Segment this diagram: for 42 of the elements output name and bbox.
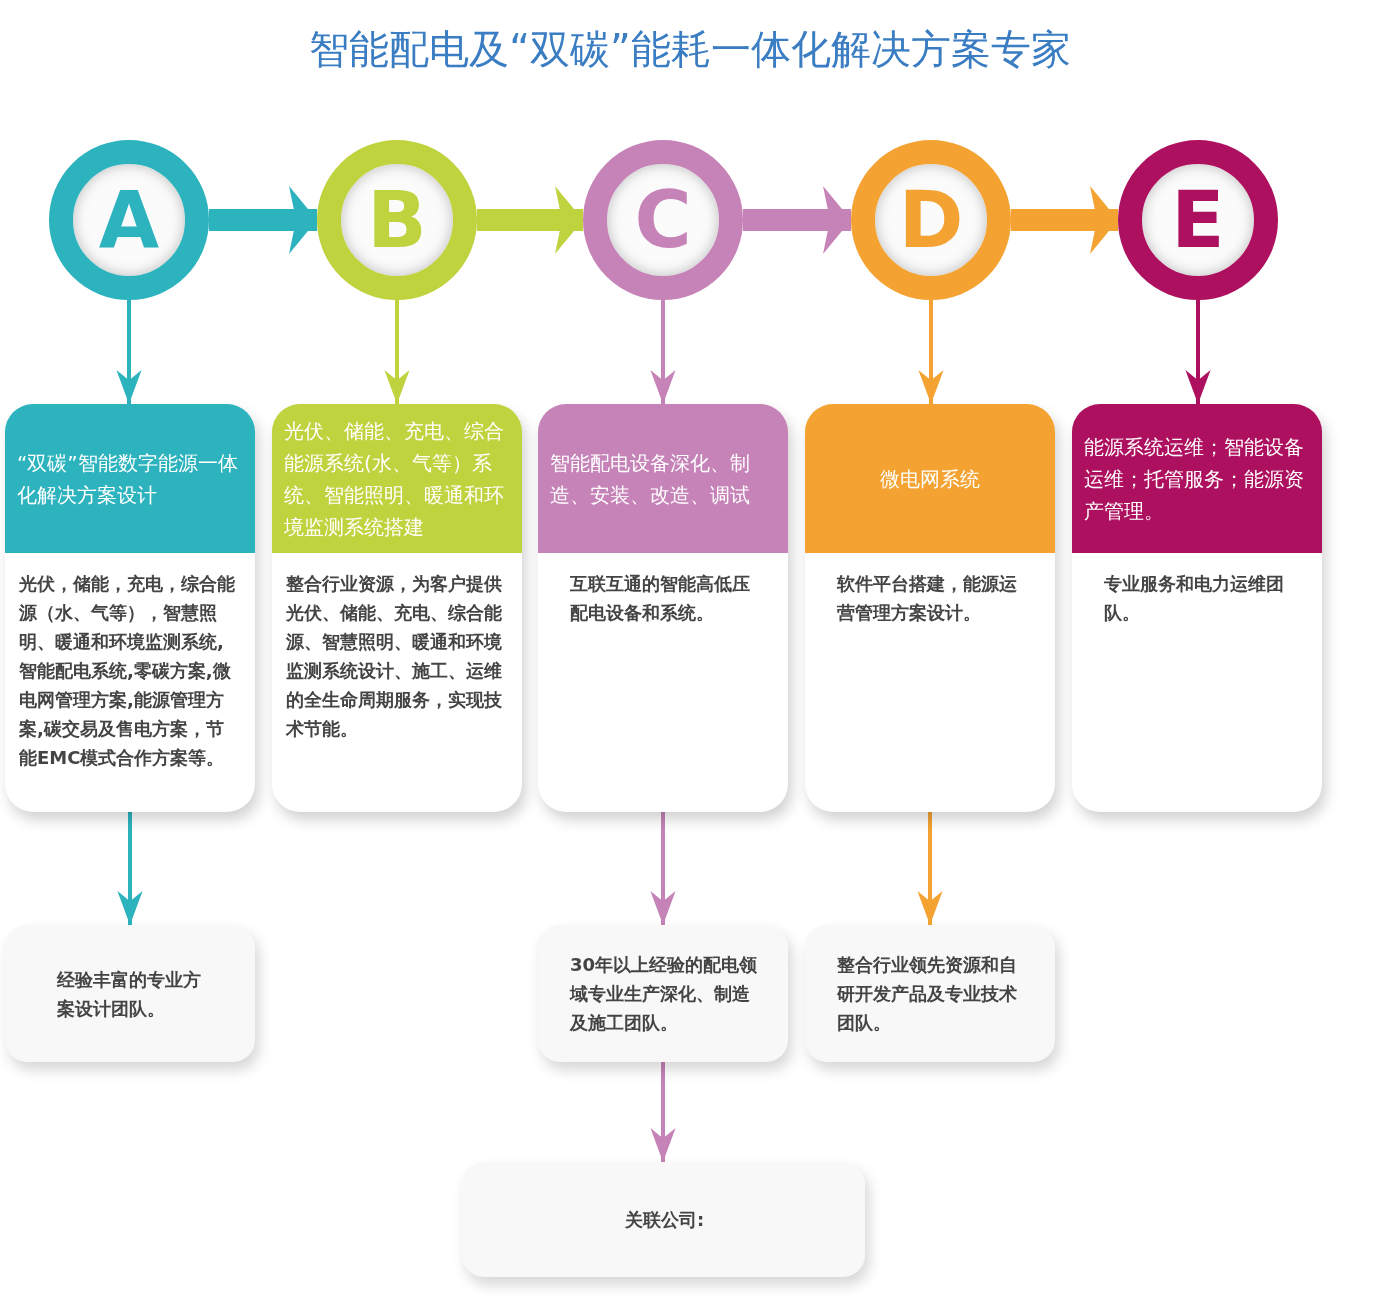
arrow [918,300,944,404]
letter-circle: E [1118,140,1278,300]
card-header: “双碳”智能数字能源一体化解决方案设计 [5,404,255,553]
card-body-text: 整合行业资源，为客户提供光伏、储能、充电、综合能源、智慧照明、暖通和环境监测系统设计、施工、运维的全生命周期服务，实现技术节能。 [286,573,502,739]
card-body-text: 互联互通的智能高低压配电设备和系统。 [570,573,750,623]
arrow [650,812,676,925]
arrow [917,812,943,925]
letter-circle: C [583,140,743,300]
card-header: 能源系统运维；智能设备运维；托管服务；能源资产管理。 [1072,404,1322,553]
arrow [116,300,142,404]
letter-circle: B [317,140,477,300]
box-text: 整合行业领先资源和自研开发产品及专业技术团队。 [837,953,1018,1035]
card-header: 微电网系统 [805,404,1055,553]
arrow [209,186,317,254]
process-card [272,404,522,812]
title: 智能配电及“双碳”能耗一体化解决方案专家 [308,25,1072,74]
card-body-text: 光伏，储能，充电，综合能源（水、气等），智慧照明、暖通和环境监测系统,智能配电系统,零碳方案,微电网管理方案,能源管理方案,碳交易及售电方案，节能EMC模式合作方案等。 [19,573,235,768]
card-body-text: 专业服务和电力运维团队。 [1104,573,1284,623]
box-text: 30年以上经验的配电领域专业生产深化、制造及施工团队。 [570,953,758,1035]
card-body-text: 软件平台搭建，能源运营管理方案设计。 [837,573,1017,623]
arrow [743,186,851,254]
team-box [462,1162,865,1277]
team-box [5,925,255,1062]
box-text: 关联公司: [624,1208,705,1232]
arrow [650,300,676,404]
card-header: 智能配电设备深化、制造、安装、改造、调试 [538,404,788,553]
process-card [805,404,1055,812]
process-card [5,404,255,812]
process-card [538,404,788,812]
letter-circle: A [49,140,209,300]
arrow [1185,300,1211,404]
arrow [650,1062,676,1162]
arrow [1011,186,1118,254]
team-box [538,925,788,1062]
box-text: 经验丰富的专业方案设计团队。 [57,967,202,1021]
arrow [384,300,410,404]
arrow [477,186,583,254]
process-card [1072,404,1322,812]
letter-circle: D [851,140,1011,300]
team-box [805,925,1055,1062]
arrow [117,812,143,925]
card-header: 光伏、储能、充电、综合能源系统(水、气等）系统、智能照明、暖通和环境监测系统搭建 [272,404,522,553]
